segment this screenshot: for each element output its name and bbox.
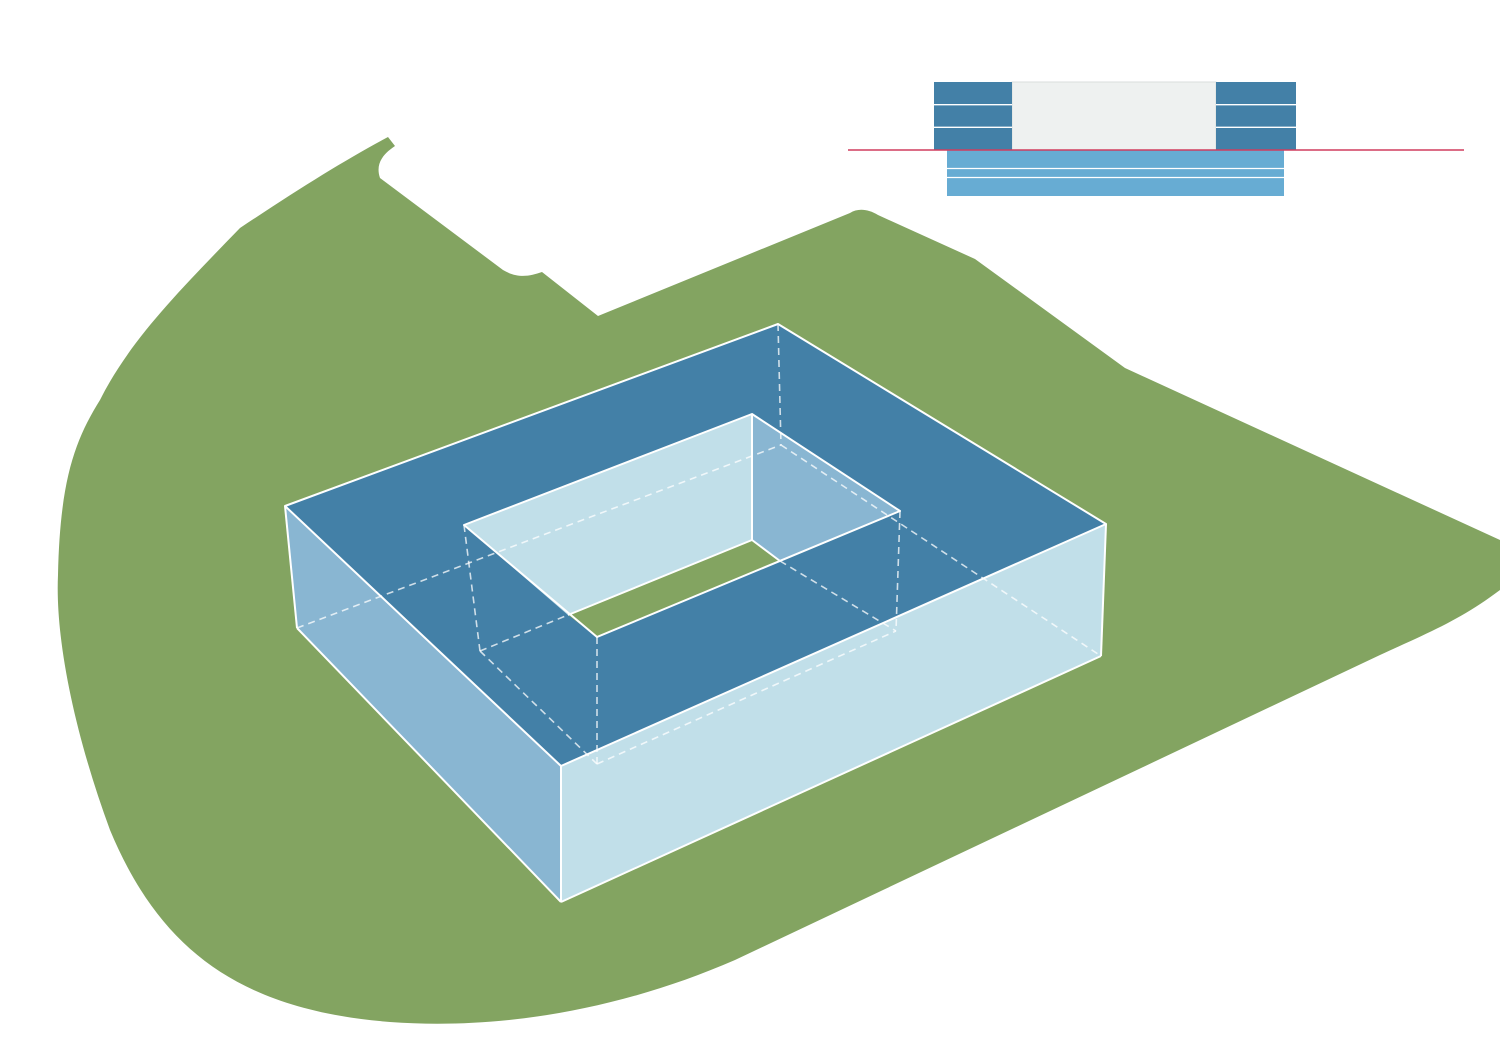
section-diagram [848,81,1464,196]
building-south-wall [561,524,1106,902]
visible-edges [284,323,1107,903]
section-wing-right [1216,82,1296,150]
section-wing-left [934,82,1012,150]
building-roof [285,324,1106,766]
section-basement [947,150,1284,196]
courtyard-floor [568,540,780,637]
section-floor-lines [934,104,1296,179]
courtyard-north-wall [464,414,752,615]
section-courtyard [1011,81,1217,151]
building-west-wall [285,506,561,902]
courtyard-east-wall [752,414,900,561]
hidden-edges [296,323,1102,765]
